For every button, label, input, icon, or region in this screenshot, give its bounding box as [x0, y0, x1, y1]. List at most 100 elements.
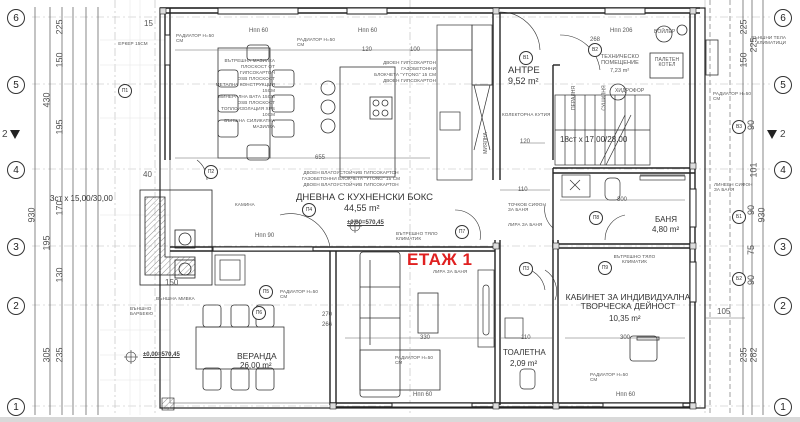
door-tag-p5: П5 — [259, 285, 273, 299]
axis-bubble-4-right: 4 — [774, 161, 792, 179]
dim-left-235: 235 — [54, 347, 65, 363]
window-label-4: Hпп 90 — [255, 233, 275, 239]
room-name-bath: БАНЯ — [655, 215, 677, 224]
note-partition-mid: ДВОЕН ВЛАГОУСТОЙЧИВ ГИПСОКАРТОН ГАЗОБЕТО… — [296, 170, 406, 188]
note-radiator-sofa: РАДИАТОР H=50 СМ — [395, 355, 434, 365]
bottom-scroll-strip — [0, 417, 800, 422]
partition-top-3: БЛОКЧЕТА "YTONG" 15 СМ — [374, 71, 436, 77]
note-erker: ЕРКЕР 15СМ — [118, 41, 148, 46]
dim-40: 40 — [143, 170, 152, 179]
note-wall-layers: ВЪТРЕШНА МАЗИЛКА ПЛОСКОСТ ОТ ГИПСОКАРТОН… — [210, 58, 275, 130]
window-label-5: Hпп 60 — [413, 392, 433, 398]
door-tag-p9: П9 — [598, 261, 612, 275]
dim-left-305: 305 — [41, 347, 52, 363]
dim-105: 105 — [717, 307, 731, 316]
dim-300-office: 300 — [620, 335, 631, 341]
room-area-veranda: 26,00 m² — [240, 361, 272, 370]
label-washer: ПЕРАЛНЯ — [570, 86, 577, 110]
wall-layer-2: ПЛОСКОСТ ОТ ГИПСОКАРТОН — [239, 63, 275, 75]
section-marker-right: 2 — [780, 129, 786, 140]
partition-top-4: ДВОЕН ГИПСОКАРТОН — [383, 77, 436, 83]
room-area-antre: 9,52 m² — [508, 76, 539, 86]
door-tag-v2: В2 — [588, 43, 602, 57]
note-towel-rail-2: ЛИРА ЗА БАНЯ — [433, 269, 468, 274]
room-name-veranda: ВЕРАНДА — [237, 351, 277, 361]
dim-right-90a: 90 — [746, 119, 757, 131]
partition-mid-1: ДВОЕН ВЛАГОУСТОЙЧИВ ГИПСОКАРТОН — [303, 170, 399, 175]
dim-266: 266 — [322, 322, 333, 328]
door-tag-p7: П7 — [455, 225, 469, 239]
label-ac-outer: ВЪНШНИ ТЕЛА КЛИМАТИЦИ — [751, 35, 786, 45]
partition-mid-2: ГАЗОБЕТОННИ БЛОКЧЕТА "YTONG" 15 СМ — [301, 175, 401, 181]
door-tag-p3: П3 — [519, 262, 533, 276]
dim-120-top: 120 — [362, 47, 373, 53]
dim-300-bath: 300 — [617, 197, 628, 203]
wall-layer-8: ВЪНШНА СИЛИКАТНА МАЗИЛКА — [224, 117, 275, 129]
axis-bubble-5-right: 5 — [774, 76, 792, 94]
dim-left-430: 430 — [41, 92, 52, 108]
dim-right-total: 930 — [756, 207, 767, 223]
wall-layer-3: OSB ПЛОСКОСТ — [237, 75, 275, 81]
dim-left-130: 130 — [54, 267, 65, 283]
note-radiator-top-left: РАДИАТОР H=50 СМ — [176, 33, 215, 43]
dim-right-282: 282 — [748, 347, 759, 363]
note-radiator-office: РАДИАТОР H=50 СМ — [590, 372, 629, 382]
floor-title: ЕТАЖ 1 — [407, 250, 473, 269]
room-area-toilet: 2,09 m² — [510, 359, 538, 368]
dim-268: 268 — [590, 37, 601, 43]
note-towel-rail: ЛИРА ЗА БАНЯ — [508, 222, 543, 227]
dim-655: 655 — [315, 155, 326, 161]
label-fireplace: КАМИНА — [235, 202, 255, 207]
door-tag-p1: П1 — [118, 84, 132, 98]
dim-330: 330 — [420, 335, 431, 341]
level-mark-living: ±0,00=570,45 — [347, 220, 384, 226]
dim-left-225: 225 — [54, 19, 65, 35]
dim-right-90c: 90 — [746, 274, 757, 286]
note-radiator-tech: РАДИАТОР H=50 СМ — [713, 91, 752, 101]
axis-bubble-6-left: 6 — [7, 9, 25, 27]
dim-right-75: 75 — [746, 244, 757, 256]
window-label-1: Hпп 60 — [249, 28, 269, 34]
note-linear-drain: ЛИНЕЕН СИФОН ЗА БАНЯ — [714, 182, 753, 192]
room-area-office: 10,35 m² — [609, 314, 641, 323]
room-name-antre: АНТРЕ — [508, 65, 540, 76]
axis-bubble-3-left: 3 — [7, 238, 25, 256]
wall-layer-1: ВЪТРЕШНА МАЗИЛКА — [224, 58, 275, 63]
window-label-2: Hпп 60 — [358, 28, 378, 34]
dim-left-195: 195 — [54, 119, 65, 135]
room-area-tech: 7,23 m² — [610, 68, 630, 74]
door-tag-p6: П6 — [252, 306, 266, 320]
section-marker-left: 2 — [2, 129, 8, 140]
label-hydrophor: ХИДРОФОР — [615, 88, 645, 94]
label-dryer: СУШИЛНЯ — [601, 85, 608, 111]
axis-bubble-1-right: 1 — [774, 398, 792, 416]
dim-right-225: 225 — [738, 19, 749, 35]
note-radiator-fire: РАДИАТОР H=50 СМ — [280, 289, 319, 299]
label-pellet-boiler: ПАЛЕТЕН КОТЕЛ — [654, 57, 680, 68]
door-tag-p2: П2 — [204, 165, 218, 179]
stair-label-1: 3ст x 15,00/30,00 — [50, 194, 113, 203]
door-tag-b1: Б1 — [732, 210, 746, 224]
label-boiler: БОЙЛЕР — [654, 29, 676, 35]
room-area-bath: 4,80 m² — [652, 225, 680, 234]
door-tag-p8: П8 — [589, 211, 603, 225]
door-tag-p4: П4 — [302, 203, 316, 217]
dim-right-90b: 90 — [746, 204, 757, 216]
room-name-toilet: ТОАЛЕТНА — [503, 348, 546, 357]
dim-120-right: 120 — [520, 139, 531, 145]
room-name-living: ДНЕВНА С КУХНЕНСКИ БОКС — [296, 192, 434, 203]
label-dishwasher: МИЯЛНА — [482, 132, 489, 154]
axis-bubble-2-left: 2 — [7, 297, 25, 315]
partition-mid-3: ДВОЕН ВЛАГОУСТОЙЧИВ ГИПСОКАРТОН — [303, 181, 399, 187]
wall-layer-5: МИНЕРАЛНА ВАТА 15СМ — [218, 93, 275, 99]
stair-label-2: 18ст x 17,00/28,00 — [560, 135, 628, 144]
axis-bubble-6-right: 6 — [774, 9, 792, 27]
door-tag-b2: Б2 — [732, 272, 746, 286]
wall-layer-7: ТОПЛОИЗОЛАЦИЯ XPS 10СМ — [221, 105, 275, 117]
dim-left-150: 150 — [54, 52, 65, 68]
dim-right-235: 235 — [738, 347, 749, 363]
note-point-drain: ТОЧКОВ СИФОН ЗА БАНЯ — [508, 202, 546, 212]
note-ac-inner-living: ВЪТРЕШНО ТЯЛО КЛИМАТИК — [396, 231, 438, 241]
axis-bubble-1-left: 1 — [7, 398, 25, 416]
dim-270: 270 — [322, 312, 333, 318]
